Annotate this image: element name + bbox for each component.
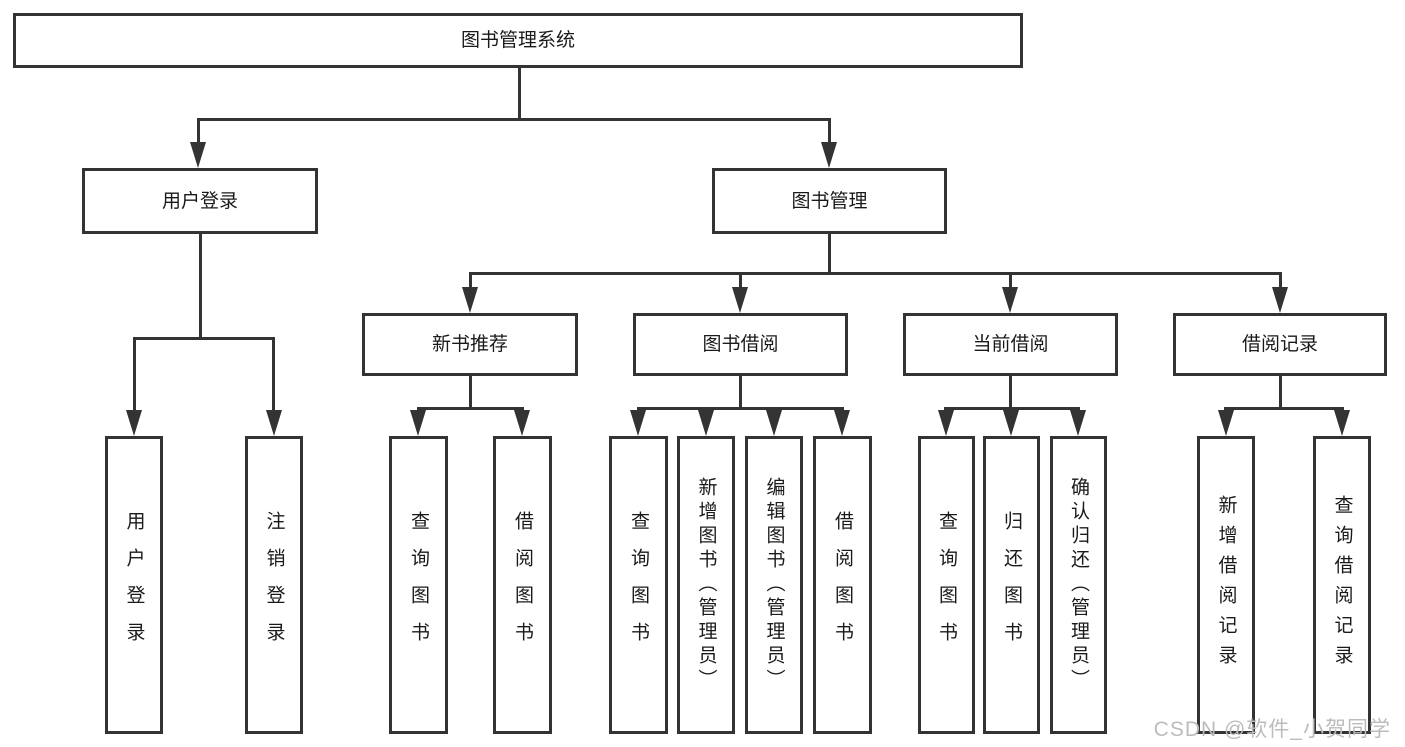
arrow-down-icon [698,410,714,436]
node-label: 用户登录 [161,190,238,212]
leaf-label: 确认归还（管理员） [1068,477,1089,693]
connector-book-management-branch [469,272,1282,275]
connector-records-branch [1224,407,1344,410]
connector-book-management-stem [828,234,831,274]
connector-drop-user-login [197,118,200,146]
node-borrow-records: 借阅记录 [1173,313,1387,376]
leaf-user-login: 用户登录 [105,436,163,734]
arrow-down-icon [190,142,206,168]
leaf-label: 用户登录 [123,511,145,659]
leaf-add-book-admin: 新增图书（管理员） [677,436,735,734]
csdn-watermark: CSDN @软件_小贺同学 [1153,718,1391,741]
leaf-label: 编辑图书（管理员） [763,477,785,693]
arrow-down-icon [821,142,837,168]
node-current-borrow: 当前借阅 [903,313,1118,376]
connector-root-stem [518,68,521,118]
connector-drop-recommend [469,272,472,290]
connector-drop-leaf [133,337,136,411]
arrow-down-icon [1272,287,1288,313]
node-label: 图书借阅 [702,334,779,355]
node-book-borrow: 图书借阅 [633,313,848,376]
leaf-borrow-books-recommend: 借阅图书 [493,436,552,734]
connector-drop-leaf [272,337,275,411]
connector-borrow-branch [637,407,844,410]
connector-drop-records [1279,272,1282,290]
arrow-down-icon [766,410,782,436]
arrow-down-icon [1070,410,1086,436]
node-label: 借阅记录 [1241,334,1318,355]
arrow-down-icon [266,410,282,436]
connector-drop-borrow [739,272,742,290]
leaf-query-books-current: 查询图书 [918,436,975,734]
connector-root-branch [197,118,831,121]
node-label: 当前借阅 [972,334,1049,355]
connector-drop-book-management [828,118,831,146]
leaf-label: 查询图书 [628,511,649,659]
arrow-down-icon [1334,410,1350,436]
leaf-label: 注销登录 [263,511,285,659]
node-book-management: 图书管理 [712,168,947,234]
arrow-down-icon [732,287,748,313]
leaf-logout: 注销登录 [245,436,303,734]
leaf-query-books-borrow: 查询图书 [609,436,668,734]
connector-recommend-stem [469,376,472,408]
connector-records-stem [1279,376,1282,408]
node-label: 图书管理 [791,190,868,212]
leaf-edit-book-admin: 编辑图书（管理员） [745,436,803,734]
leaf-label: 借阅图书 [512,511,533,659]
arrow-down-icon [1003,410,1019,436]
leaf-return-book: 归还图书 [983,436,1040,734]
leaf-label: 新增借阅记录 [1215,495,1237,675]
node-label: 图书管理系统 [460,30,575,51]
connector-recommend-branch [417,407,524,410]
connector-user-login-branch [133,337,275,340]
leaf-label: 查询借阅记录 [1331,495,1353,675]
connector-borrow-stem [739,376,742,408]
connector-user-login-stem [199,234,202,338]
leaf-label: 查询图书 [408,511,429,659]
node-root: 图书管理系统 [13,13,1023,68]
arrow-down-icon [1002,287,1018,313]
leaf-borrow-books: 借阅图书 [813,436,872,734]
arrow-down-icon [938,410,954,436]
leaf-label: 借阅图书 [832,511,853,659]
arrow-down-icon [834,410,850,436]
arrow-down-icon [126,410,142,436]
connector-drop-current [1009,272,1012,290]
arrow-down-icon [410,410,426,436]
node-new-book-recommend: 新书推荐 [362,313,578,376]
leaf-add-borrow-record: 新增借阅记录 [1197,436,1255,734]
node-user-login: 用户登录 [82,168,318,234]
connector-current-stem [1009,376,1012,408]
leaf-query-borrow-record: 查询借阅记录 [1313,436,1371,734]
leaf-query-books-recommend: 查询图书 [389,436,448,734]
node-label: 新书推荐 [431,334,508,355]
arrow-down-icon [630,410,646,436]
leaf-label: 新增图书（管理员） [695,477,717,693]
arrow-down-icon [514,410,530,436]
leaf-label: 查询图书 [936,511,957,659]
leaf-label: 归还图书 [1001,511,1022,659]
leaf-confirm-return-admin: 确认归还（管理员） [1050,436,1107,734]
arrow-down-icon [462,287,478,313]
arrow-down-icon [1218,410,1234,436]
